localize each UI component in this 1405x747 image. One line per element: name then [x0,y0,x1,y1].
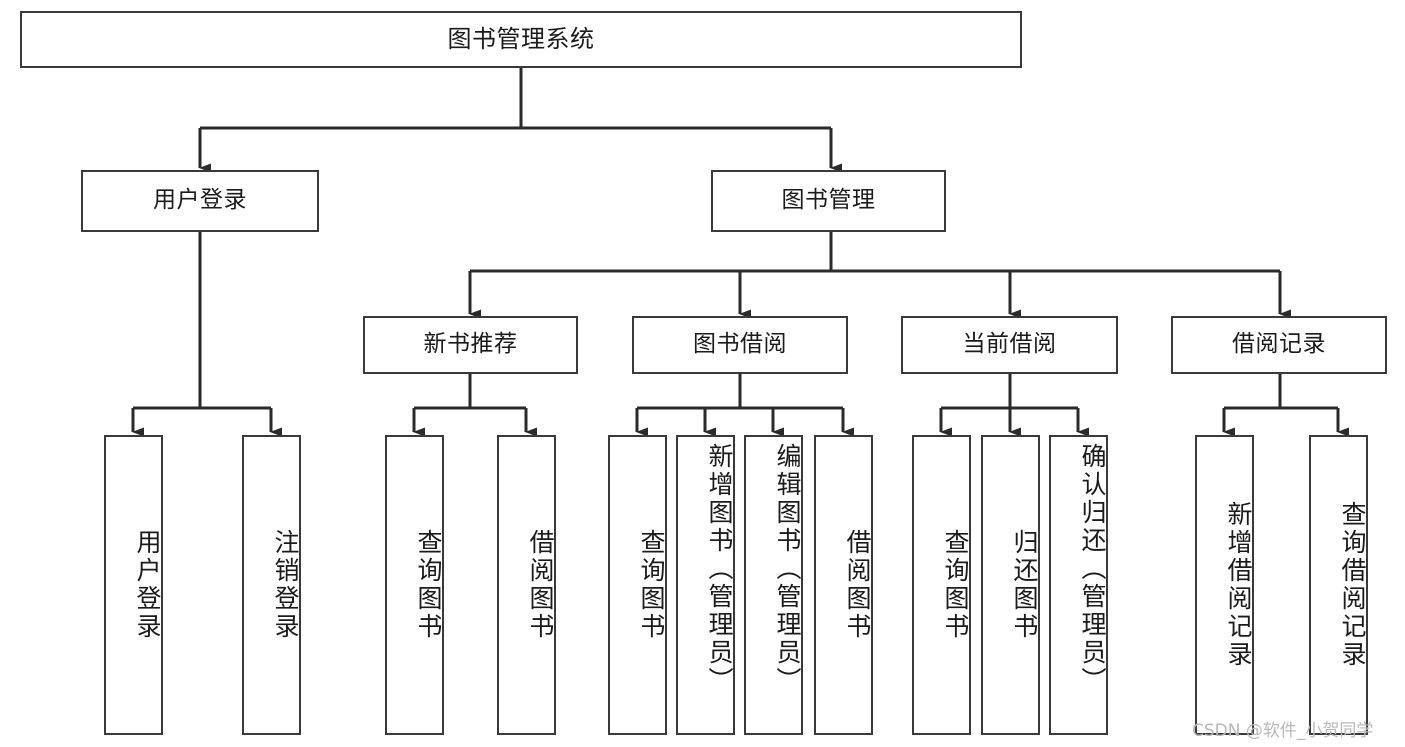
node-label: 当前借阅 [962,331,1057,358]
leaf-return-book[interactable]: 归还图书 [981,435,1040,735]
node-book-management[interactable]: 图书管理 [711,170,946,232]
node-label: 借阅图书 [843,529,872,641]
leaf-borrow-book-borrow[interactable]: 借阅图书 [814,435,873,735]
leaf-user-login[interactable]: 用户登录 [104,435,163,735]
node-borrow-record[interactable]: 借阅记录 [1171,316,1387,374]
node-label: 图书管理 [781,187,876,214]
node-current-borrow[interactable]: 当前借阅 [901,316,1118,374]
node-label: 查询图书 [414,529,443,641]
leaf-query-borrow-record[interactable]: 查询借阅记录 [1309,435,1368,735]
node-label: 查询图书 [637,529,666,641]
node-label: 用户登录 [133,529,162,641]
leaf-add-book-admin[interactable]: 新增图书（管理员） [676,435,735,735]
node-label: 查询图书 [941,529,970,641]
node-label: 用户登录 [153,187,247,214]
node-label: 新书推荐 [423,331,518,358]
node-label: 图书借阅 [693,331,787,358]
leaf-add-borrow-record[interactable]: 新增借阅记录 [1195,435,1254,735]
node-label: 借阅记录 [1232,331,1326,358]
node-label: 确认归还（管理员） [1078,443,1107,695]
leaf-logout[interactable]: 注销登录 [242,435,301,735]
node-label: 借阅图书 [526,529,555,641]
leaf-query-book-current[interactable]: 查询图书 [912,435,971,735]
node-root-system[interactable]: 图书管理系统 [20,11,1022,68]
node-book-borrow[interactable]: 图书借阅 [632,316,848,374]
leaf-borrow-book-recommend[interactable]: 借阅图书 [497,435,556,735]
leaf-query-book-borrow[interactable]: 查询图书 [608,435,667,735]
leaf-query-book-recommend[interactable]: 查询图书 [385,435,444,735]
node-label: 归还图书 [1010,529,1039,641]
leaf-confirm-return-admin[interactable]: 确认归还（管理员） [1049,435,1108,735]
watermark: CSDN @软件_小贺同学 [1192,721,1374,741]
leaf-edit-book-admin[interactable]: 编辑图书（管理员） [744,435,803,735]
node-label: 查询借阅记录 [1338,501,1367,669]
node-label: 编辑图书（管理员） [773,443,802,695]
node-label: 图书管理系统 [447,25,595,54]
node-label: 新增借阅记录 [1224,501,1253,669]
node-user-login[interactable]: 用户登录 [81,170,319,232]
node-label: 新增图书（管理员） [705,443,734,695]
node-new-book-recommend[interactable]: 新书推荐 [363,316,578,374]
node-label: 注销登录 [271,529,300,641]
